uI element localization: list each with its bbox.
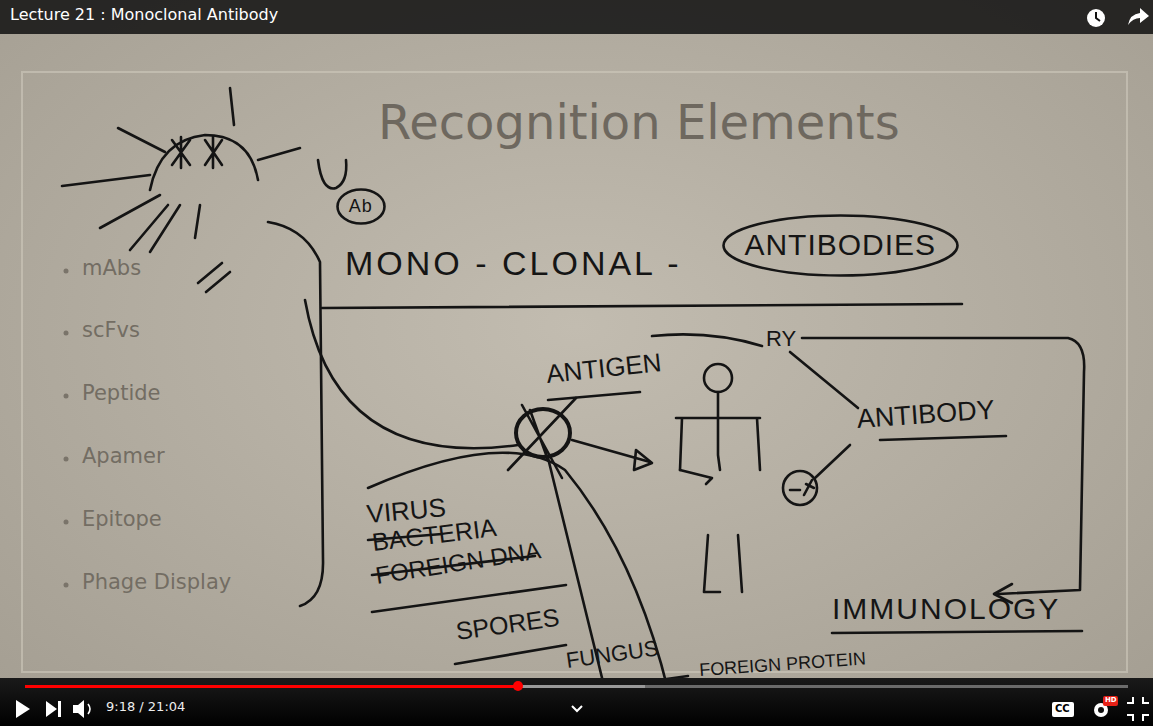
bullet-item: Epitope [82,507,162,531]
circled-word: Ab [336,188,386,225]
caption-button: CC [1055,703,1070,715]
node-text: Ab [349,196,373,217]
bullet-item: Peptide [82,381,160,405]
bullet-item: mAbs [82,256,141,280]
node-text: ANTIBODIES [744,228,936,263]
bullet-item: Apamer [82,444,165,468]
handwritten-note: IMMUNOLOGY [832,592,1060,627]
circled-word: ANTIBODIES [722,214,959,277]
handwritten-note: FOREIGN PROTEIN [699,648,867,680]
slide-title: Recognition Elements [378,95,900,150]
bullet-item: Phage Display [82,570,231,594]
bullet-item: scFvs [82,318,140,342]
handwritten-note: SPORES [454,603,561,646]
handwritten-note: MONO - CLONAL - [345,244,682,283]
video-time: 9:18 / 21:04 [106,700,185,715]
hd-badge: HD [1105,696,1117,704]
handwritten-note: ANTIGEN [545,348,663,390]
handwritten-note: ANTIBODY [856,394,996,435]
video-title: Lecture 21 : Monoclonal Antibody [10,6,278,24]
handwritten-note: RY [766,326,796,351]
handwritten-note: FUNGUS [564,635,660,673]
